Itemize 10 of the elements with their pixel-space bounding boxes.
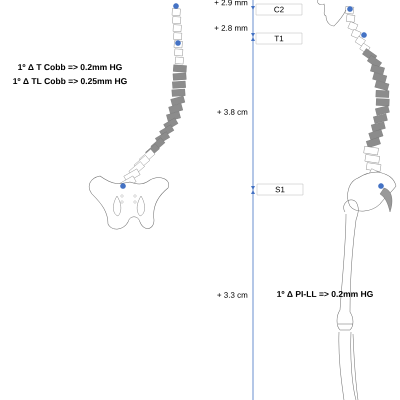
measurement-label: + 2.9 mm [214, 0, 248, 6]
measurement-label: + 2.8 mm [214, 25, 248, 31]
annotation-text: 1º Δ PI-LL => 0.2mm HG [277, 291, 373, 297]
annotation-text: 1º Δ T Cobb => 0.2mm HG [18, 64, 122, 70]
annotation-text: 1º Δ TL Cobb => 0.25mm HG [13, 78, 127, 84]
label-box: C2 [256, 4, 302, 16]
label-box: S1 [256, 184, 304, 196]
measurement-label: + 3.8 cm [217, 109, 248, 115]
label-box: T1 [256, 32, 302, 44]
measurement-label: + 3.3 cm [217, 292, 248, 298]
